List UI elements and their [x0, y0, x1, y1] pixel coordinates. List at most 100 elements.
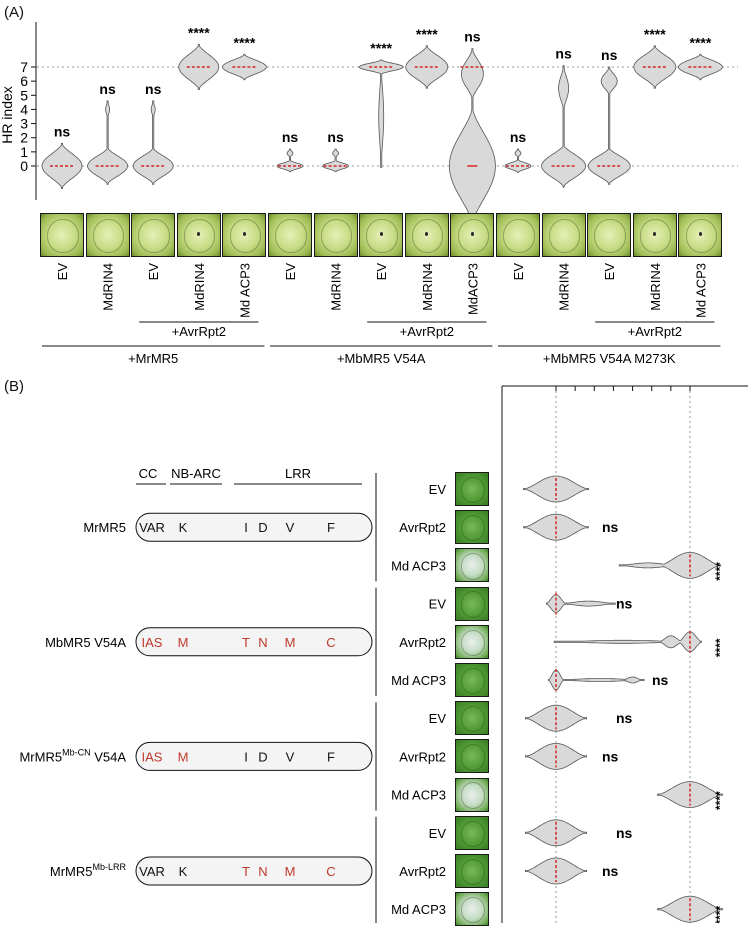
violin-group	[618, 551, 721, 579]
significance-label: ns	[145, 81, 162, 97]
row-label: Md ACP3	[391, 902, 446, 917]
infiltration-ring	[184, 219, 216, 253]
residue-label: T	[242, 864, 250, 879]
significance-label: ****	[370, 40, 392, 56]
y-tick-label: 6	[20, 73, 28, 89]
residue-label: K	[179, 520, 188, 535]
infiltration-ring	[548, 219, 581, 253]
condition-label: MdRIN4	[192, 263, 207, 311]
leaf-photo	[313, 213, 358, 257]
infiltration-ring	[460, 744, 486, 771]
necrotic-spot	[242, 231, 247, 236]
significance-label: ns	[616, 710, 633, 726]
infiltration-ring	[460, 553, 486, 580]
infiltration-ring	[460, 706, 486, 733]
group-label: +MrMR5	[128, 351, 178, 366]
residue-label: I	[244, 749, 248, 764]
y-tick-label: 7	[20, 59, 28, 75]
violin	[449, 48, 496, 226]
avrrpt2-label: +AvrRpt2	[628, 324, 682, 339]
row-label: AvrRpt2	[399, 635, 446, 650]
residue-label: N	[258, 864, 267, 879]
infiltration-ring	[460, 820, 486, 847]
group-label: +MbMR5 V54A	[337, 351, 426, 366]
construct-name-base: MrMR5	[50, 864, 93, 879]
necrotic-spot	[698, 231, 703, 236]
significance-label: ****	[713, 638, 727, 657]
panel-b-label: (B)	[4, 378, 24, 395]
residue-label: C	[326, 864, 335, 879]
leaf-photo	[455, 815, 489, 850]
significance-label: ns	[602, 519, 619, 535]
residue-label: VAR	[139, 520, 165, 535]
residue-label: M	[285, 864, 296, 879]
leaf-photo	[455, 548, 489, 583]
necrotic-spot	[653, 231, 657, 236]
construct-name: MrMR5	[83, 520, 126, 535]
violin-group	[547, 669, 645, 691]
significance-label: ns	[54, 123, 71, 139]
residue-label: I	[244, 520, 248, 535]
infiltration-ring	[366, 219, 398, 253]
residue-label: D	[258, 749, 267, 764]
violin	[547, 669, 645, 691]
hr-tick-label: 0	[552, 383, 559, 384]
infiltration-ring	[460, 782, 486, 809]
row-label: EV	[429, 826, 447, 841]
row-label: Md ACP3	[391, 788, 446, 803]
residue-label: N	[258, 635, 267, 650]
condition-label: MdRIN4	[557, 263, 572, 311]
residue-label: C	[326, 635, 335, 650]
domain-label-nbarc: NB-ARC	[171, 466, 221, 481]
leaf-photo	[455, 739, 489, 774]
infiltration-ring	[138, 219, 170, 253]
significance-label: ns	[510, 129, 527, 145]
condition-label: MdRIN4	[420, 263, 435, 311]
row-label: AvrRpt2	[399, 864, 446, 879]
infiltration-ring	[460, 515, 486, 542]
significance-label: ns	[282, 129, 299, 145]
infiltration-ring	[503, 219, 535, 253]
avrrpt2-label: +AvrRpt2	[400, 324, 454, 339]
leaf-photo	[455, 472, 489, 506]
residue-label: VAR	[139, 864, 165, 879]
leaf-photo	[268, 213, 312, 257]
construct-name-suffix: V54A	[91, 749, 127, 764]
significance-label: ****	[713, 906, 727, 923]
significance-label: ****	[188, 24, 210, 40]
y-axis-label: HR index	[0, 86, 15, 144]
violin	[504, 148, 532, 173]
construct-bar	[135, 741, 373, 771]
leaf-photo	[455, 510, 489, 545]
violin	[553, 631, 702, 653]
significance-label: ns	[555, 46, 572, 62]
construct-name-superscript: Mb-CN	[62, 747, 91, 757]
infiltration-ring	[229, 219, 262, 253]
row-label: AvrRpt2	[399, 749, 446, 764]
significance-label: ns	[652, 672, 669, 688]
row-label: EV	[429, 711, 447, 726]
y-tick-label: 5	[20, 87, 28, 103]
significance-label: ****	[713, 791, 727, 810]
residue-label: F	[327, 520, 335, 535]
infiltration-ring	[412, 219, 444, 253]
construct-name: MrMR5Mb-CN V54A	[19, 747, 126, 764]
hr-tick-label: 2	[591, 383, 598, 384]
y-tick-label: 0	[20, 158, 28, 174]
leaf-photo	[455, 586, 489, 621]
hr-tick-label: 4	[629, 383, 636, 384]
y-tick-label: 1	[20, 144, 28, 160]
condition-label: EV	[511, 263, 526, 281]
leaf-photo	[455, 663, 489, 697]
leaf-photo	[404, 213, 449, 257]
hr-tick-label: 5	[648, 383, 655, 384]
row-label: Md ACP3	[391, 558, 446, 573]
violin	[87, 100, 129, 185]
construct-name-superscript: Mb-LRR	[92, 862, 126, 872]
residue-label: V	[286, 520, 295, 535]
leaf-photo	[455, 701, 489, 736]
condition-label: MdACP3	[465, 263, 480, 315]
residue-label: M	[178, 749, 189, 764]
residue-label: T	[242, 635, 250, 650]
